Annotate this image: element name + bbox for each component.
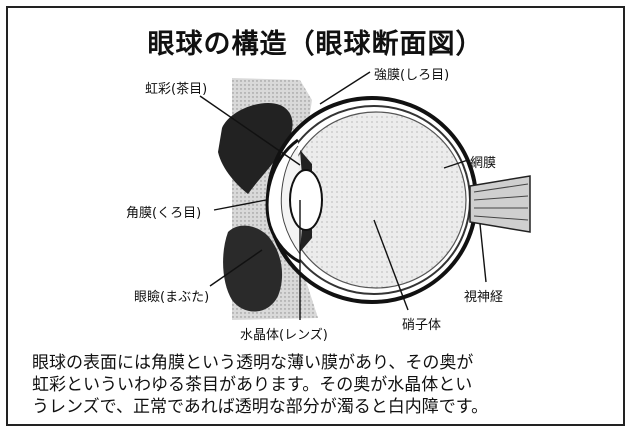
diagram-title: 眼球の構造（眼球断面図） — [147, 29, 484, 60]
lens — [289, 169, 323, 231]
vitreous-leader — [373, 219, 409, 311]
optic-nerve-leader — [479, 223, 487, 283]
retina-leader — [443, 159, 469, 169]
sclera-leader — [319, 71, 371, 105]
iris-leader — [199, 95, 301, 166]
label-vitreous: 硝子体 — [402, 318, 442, 333]
label-optic-nerve: 視神経 — [464, 290, 504, 305]
label-sclera: 強膜(しろ目) — [374, 68, 450, 83]
label-lens: 水晶体(レンズ) — [240, 328, 328, 343]
label-retina: 網膜 — [470, 156, 497, 171]
label-eyelid: 眼瞼(まぶた) — [134, 290, 210, 305]
upper-eyelid — [218, 102, 293, 194]
caption-line-1: 眼球の表面には角膜という透明な薄い膜があり、その奥が — [32, 353, 474, 373]
eyelid-leader — [209, 249, 263, 287]
label-cornea: 角膜(くろ目) — [126, 206, 202, 221]
cornea-leader — [213, 199, 267, 211]
caption-line-2: 虹彩といういわゆる茶目があります。その奥が水晶体とい — [32, 375, 473, 395]
lower-eyelid — [223, 225, 283, 312]
caption-line-3: うレンズで、正常であれば透明な部分が濁ると白内障です。 — [32, 397, 489, 417]
label-iris: 虹彩(茶目) — [145, 82, 208, 97]
caption: 眼球の表面には角膜という透明な薄い膜があり、その奥が 虹彩といういわゆる茶目があ… — [32, 352, 592, 418]
optic-nerve — [469, 175, 531, 233]
